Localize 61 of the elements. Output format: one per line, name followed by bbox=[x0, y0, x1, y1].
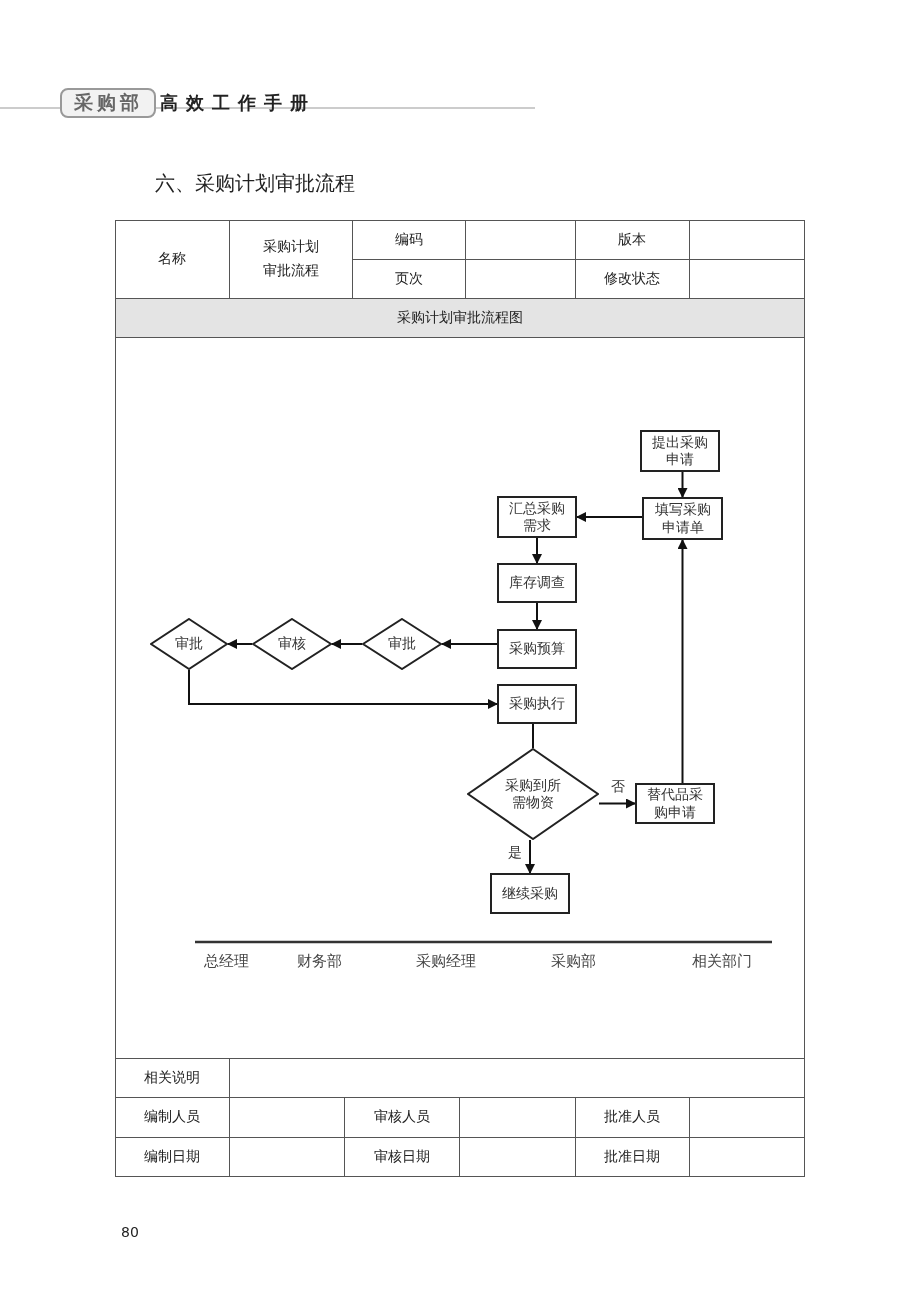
table-cell-text: 修改状态 bbox=[604, 269, 660, 288]
table-cell-text: 审核日期 bbox=[373, 1147, 430, 1166]
node-text: 替代品采购申请 bbox=[646, 786, 704, 821]
arrow bbox=[525, 839, 535, 874]
node-text: 采购执行 bbox=[509, 695, 565, 713]
node-text: 继续采购 bbox=[502, 884, 558, 903]
table-cell-text: 审核人员 bbox=[373, 1108, 430, 1126]
lane-label: 采购经理 bbox=[416, 951, 476, 971]
header-badge: 采购部 bbox=[60, 88, 156, 118]
process-box bbox=[635, 783, 715, 824]
arrow bbox=[188, 669, 498, 709]
node-text: 审批 bbox=[388, 635, 416, 653]
edge-label: 是 bbox=[506, 844, 524, 861]
decision-diamond bbox=[362, 618, 442, 670]
arrow bbox=[532, 537, 542, 564]
process-box bbox=[497, 629, 577, 669]
table-cell-text: 编制日期 bbox=[144, 1147, 200, 1166]
table-cell-text: 页次 bbox=[394, 269, 423, 288]
process-box bbox=[490, 873, 570, 914]
process-box bbox=[497, 563, 577, 603]
decision-diamond bbox=[252, 618, 332, 670]
node-text: 审核 bbox=[278, 635, 306, 653]
lane-label: 相关部门 bbox=[692, 951, 752, 971]
table-cell-text: 采购计划审批流程 bbox=[262, 237, 320, 280]
process-box bbox=[640, 430, 720, 472]
arrow bbox=[677, 539, 688, 784]
table-cell-text: 编码 bbox=[394, 230, 423, 249]
page-number: 80 bbox=[121, 1224, 139, 1240]
arrow bbox=[677, 471, 688, 498]
decision-diamond bbox=[150, 618, 228, 670]
section-title: 六、采购计划审批流程 bbox=[155, 170, 355, 197]
process-box bbox=[497, 496, 577, 538]
node-text: 采购到所需物资 bbox=[504, 776, 562, 812]
node-text: 填写采购申请单 bbox=[653, 501, 712, 536]
node-text: 库存调查 bbox=[509, 574, 565, 592]
decision-diamond bbox=[467, 748, 599, 840]
table-cell-text: 版本 bbox=[618, 230, 646, 249]
table-cell-text: 采购计划审批流程图 bbox=[396, 308, 523, 327]
lane-label: 总经理 bbox=[203, 951, 249, 971]
table-cell-text: 批准人员 bbox=[604, 1108, 660, 1126]
node-text: 提出采购申请 bbox=[651, 433, 709, 469]
process-box bbox=[642, 497, 723, 540]
node-text: 汇总采购需求 bbox=[508, 499, 566, 535]
table-cell-text: 名称 bbox=[158, 250, 186, 268]
table-cell-text: 相关说明 bbox=[144, 1068, 200, 1087]
process-box bbox=[497, 684, 577, 724]
connector-line bbox=[532, 723, 534, 749]
table-cell-text: 编制人员 bbox=[144, 1108, 200, 1126]
lane-label: 采购部 bbox=[550, 951, 596, 971]
arrow bbox=[598, 798, 636, 809]
lane-label: 财务部 bbox=[296, 951, 342, 971]
edge-label: 否 bbox=[609, 777, 627, 795]
arrow bbox=[331, 639, 363, 649]
node-text: 采购预算 bbox=[509, 640, 565, 658]
header-text: 高效工作手册 bbox=[160, 91, 316, 115]
arrow bbox=[441, 639, 498, 649]
arrow bbox=[532, 602, 542, 630]
arrow bbox=[576, 512, 643, 522]
arrow bbox=[227, 639, 253, 649]
node-text: 审批 bbox=[175, 635, 203, 653]
table-cell-text: 批准日期 bbox=[604, 1147, 660, 1166]
